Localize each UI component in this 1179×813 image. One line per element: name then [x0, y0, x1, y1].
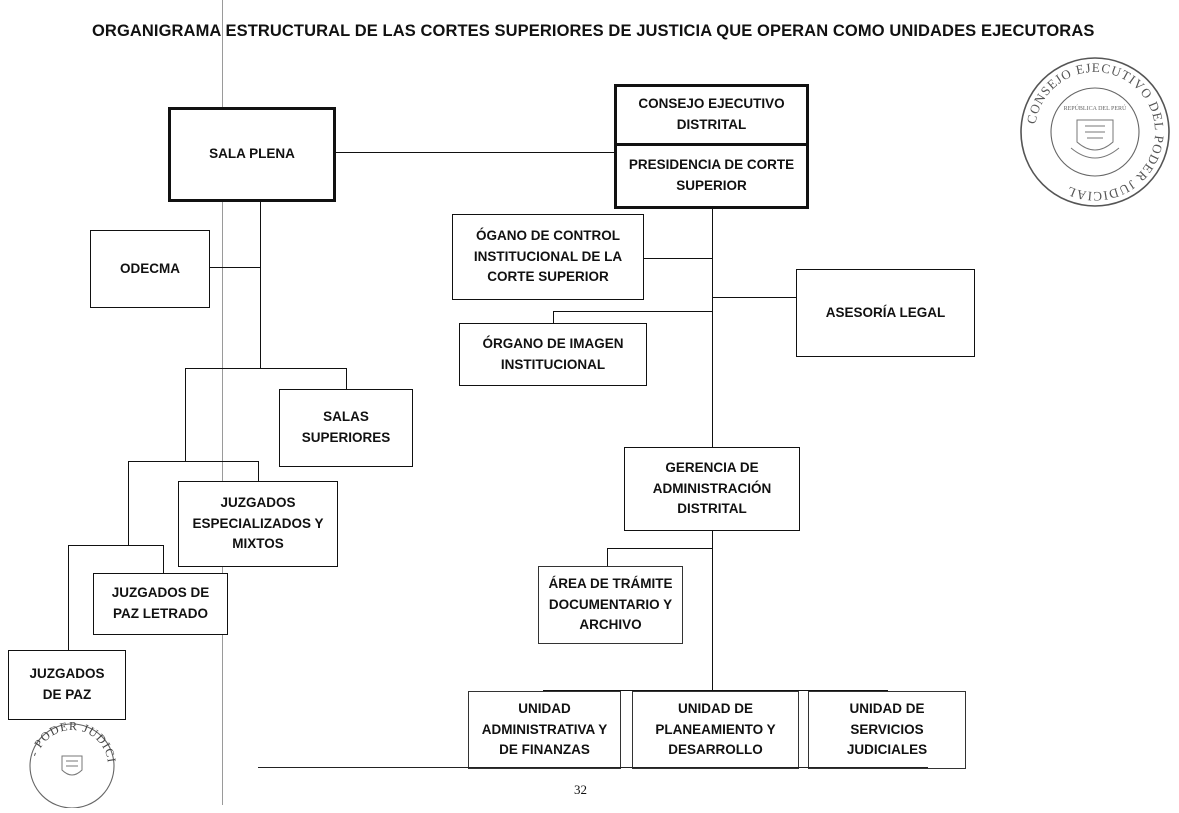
box-gerencia-administracion: GERENCIA DE ADMINISTRACIÓN DISTRITAL — [624, 447, 800, 531]
line-level2-branch — [128, 461, 259, 463]
box-presidencia-label: PRESIDENCIA DE CORTE SUPERIOR — [628, 157, 795, 193]
box-juzgados-especializados-label: JUZGADOS ESPECIALIZADOS Y MIXTOS — [192, 494, 324, 552]
box-salas-superiores-label: SALAS SUPERIORES — [301, 409, 391, 445]
box-juzgados-especializados: JUZGADOS ESPECIALIZADOS Y MIXTOS — [178, 481, 338, 567]
box-consejo-ejecutivo-label: CONSEJO EJECUTIVO DISTRITAL — [638, 96, 785, 132]
line-gerencia-trunk — [712, 530, 714, 690]
box-organo-control: ÓGANO DE CONTROL INSTITUCIONAL DE LA COR… — [452, 214, 644, 300]
line-level3-trunk — [128, 461, 130, 545]
line-tramite-branch — [607, 548, 713, 550]
scan-artifact-line — [222, 0, 223, 805]
line-paz-down — [68, 545, 70, 651]
box-asesoria-legal: ASESORÍA LEGAL — [796, 269, 975, 357]
line-tramite-down — [607, 548, 609, 567]
line-imagen-branch — [553, 311, 713, 313]
box-organo-control-label: ÓGANO DE CONTROL INSTITUCIONAL DE LA COR… — [473, 227, 623, 285]
line-pazletrado-down — [163, 545, 165, 574]
box-sala-plena: SALA PLENA — [168, 107, 336, 202]
box-unidad-planeamiento: UNIDAD DE PLANEAMIENTO Y DESARROLLO — [632, 691, 799, 769]
seal-poder-judicial-graphic: - PODER JUDICIAL - — [17, 697, 118, 809]
box-odecma: ODECMA — [90, 230, 210, 308]
box-odecma-label: ODECMA — [120, 260, 180, 276]
box-unidad-administrativa: UNIDAD ADMINISTRATIVA Y DE FINANZAS — [468, 691, 621, 769]
line-unidades-branch — [543, 690, 888, 692]
box-unidad-servicios: UNIDAD DE SERVICIOS JUDICIALES — [808, 691, 966, 769]
seal-consejo-ejecutivo: CONSEJO EJECUTIVO DEL PODER JUDICIAL REP… — [1015, 52, 1175, 212]
box-unidad-servicios-label: UNIDAD DE SERVICIOS JUDICIALES — [846, 700, 928, 758]
box-organo-imagen: ÓRGANO DE IMAGEN INSTITUCIONAL — [459, 323, 647, 386]
footer-rule — [258, 767, 928, 768]
box-gerencia-administracion-label: GERENCIA DE ADMINISTRACIÓN DISTRITAL — [652, 459, 772, 517]
line-salas-down — [346, 368, 348, 390]
line-odecma — [210, 267, 261, 269]
box-consejo-ejecutivo: CONSEJO EJECUTIVO DISTRITAL — [614, 84, 809, 146]
page-title: ORGANIGRAMA ESTRUCTURAL DE LAS CORTES SU… — [92, 22, 1095, 40]
box-presidencia: PRESIDENCIA DE CORTE SUPERIOR — [614, 143, 809, 209]
box-juzgados-paz: JUZGADOS DE PAZ — [8, 650, 126, 720]
box-juzgados-paz-letrado-label: JUZGADOS DE PAZ LETRADO — [111, 585, 210, 621]
line-sala-trunk — [260, 200, 262, 368]
line-level2-trunk — [185, 368, 187, 461]
line-organo-control — [643, 258, 713, 260]
line-main-trunk — [712, 208, 714, 448]
page-number: 32 — [574, 782, 587, 797]
box-organo-imagen-label: ÓRGANO DE IMAGEN INSTITUCIONAL — [482, 335, 624, 372]
seal-consejo-ejecutivo-graphic: CONSEJO EJECUTIVO DEL PODER JUDICIAL REP… — [1020, 57, 1170, 207]
box-juzgados-paz-label: JUZGADOS DE PAZ — [29, 666, 105, 702]
line-level3-branch — [68, 545, 164, 547]
box-juzgados-paz-letrado: JUZGADOS DE PAZ LETRADO — [93, 573, 228, 635]
box-sala-plena-label: SALA PLENA — [209, 146, 295, 162]
line-imagen-down — [553, 311, 555, 324]
line-asesoria — [712, 297, 797, 299]
box-area-tramite: ÁREA DE TRÁMITE DOCUMENTARIO Y ARCHIVO — [538, 566, 683, 644]
line-sala-presidencia — [335, 152, 615, 154]
svg-text:REPÚBLICA DEL PERÚ: REPÚBLICA DEL PERÚ — [1064, 104, 1127, 112]
box-unidad-administrativa-label: UNIDAD ADMINISTRATIVA Y DE FINANZAS — [481, 700, 608, 758]
box-unidad-planeamiento-label: UNIDAD DE PLANEAMIENTO Y DESARROLLO — [655, 700, 776, 758]
box-salas-superiores: SALAS SUPERIORES — [279, 389, 413, 467]
line-left-branch — [185, 368, 347, 370]
box-area-tramite-label: ÁREA DE TRÁMITE DOCUMENTARIO Y ARCHIVO — [548, 575, 673, 633]
box-asesoria-legal-label: ASESORÍA LEGAL — [825, 304, 946, 320]
seal-poder-judicial: - PODER JUDICIAL - — [17, 697, 122, 809]
line-especializados-down — [258, 461, 260, 482]
